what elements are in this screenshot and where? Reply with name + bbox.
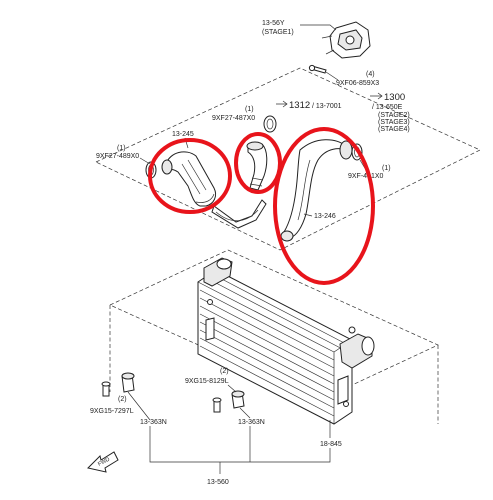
label-qty-2-a: (2)	[220, 368, 229, 375]
bushing-13-363n-left	[101, 372, 135, 397]
label-stage3: (STAGE3)	[378, 119, 410, 126]
turbo-component-13-56y	[321, 21, 371, 59]
label-9xg15-7297: 9XG15-7297L	[90, 408, 134, 415]
label-13-56y: 13-56Y	[262, 20, 285, 27]
leader-9xf06	[325, 71, 339, 81]
label-stage1: (STAGE1)	[262, 29, 294, 36]
bolt-9xf06	[308, 64, 327, 74]
label-qty-1-c: (1)	[382, 165, 391, 172]
label-13-650e: / 13-650E	[372, 104, 403, 111]
label-qty-4: (4)	[366, 71, 375, 78]
label-qty-1-a: (1)	[245, 106, 254, 113]
label-1300: 1300	[384, 92, 405, 103]
label-9xf-491: 9XF-491X0	[348, 173, 384, 180]
clamp-9xf27-487	[263, 115, 277, 133]
bracket-pipe	[211, 199, 267, 229]
label-fwd: FWD	[97, 457, 111, 468]
leader-9xf27-489	[139, 157, 151, 165]
label-qty-1-b: (1)	[117, 145, 126, 152]
label-13-245: 13-245	[172, 131, 194, 138]
highlight-ring-small-hose	[234, 132, 282, 194]
label-13-7001: / 13-7001	[312, 103, 342, 110]
leader-13-56y	[300, 24, 337, 31]
arrow-icon-1300	[370, 92, 383, 100]
label-9xg15-8129: 9XG15-8129L	[185, 378, 229, 385]
hose-13-245	[161, 151, 217, 207]
label-13-363n-b: 13-363N	[238, 419, 265, 426]
leader-13-363n-a	[127, 391, 151, 432]
leader-13-246	[303, 213, 313, 217]
label-9xf27-487: 9XF27-487X0	[212, 115, 255, 122]
arrow-icon-1312	[276, 100, 288, 108]
label-18-845: 18-845	[320, 441, 342, 448]
group-bracket-13-560	[149, 432, 331, 474]
bushing-13-363n-right	[212, 390, 245, 413]
hose-13-246	[280, 139, 353, 242]
label-13-246: 13-246	[314, 213, 336, 220]
leader-9xg15-8129	[227, 384, 237, 393]
leader-13-363n-b	[239, 407, 251, 432]
highlight-ring-13-246	[273, 127, 375, 285]
label-1312: 1312	[289, 100, 310, 111]
label-9xf06: 9XF06-859X3	[336, 80, 379, 87]
small-hose	[246, 141, 268, 191]
fwd-arrow-icon	[87, 451, 119, 473]
label-9xf27-489: 9XF27-489X0	[96, 153, 139, 160]
label-qty-2-b: (2)	[118, 396, 127, 403]
label-stage2: (STAGE2)	[378, 112, 410, 119]
highlight-rings	[148, 127, 375, 285]
highlight-ring-13-245	[148, 138, 232, 214]
label-13-560: 13-560	[207, 479, 229, 486]
intercooler-18-845	[197, 257, 375, 425]
label-13-363n-a: 13-363N	[140, 419, 167, 426]
intake-group-outline	[95, 67, 481, 251]
label-stage4: (STAGE4)	[378, 126, 410, 133]
